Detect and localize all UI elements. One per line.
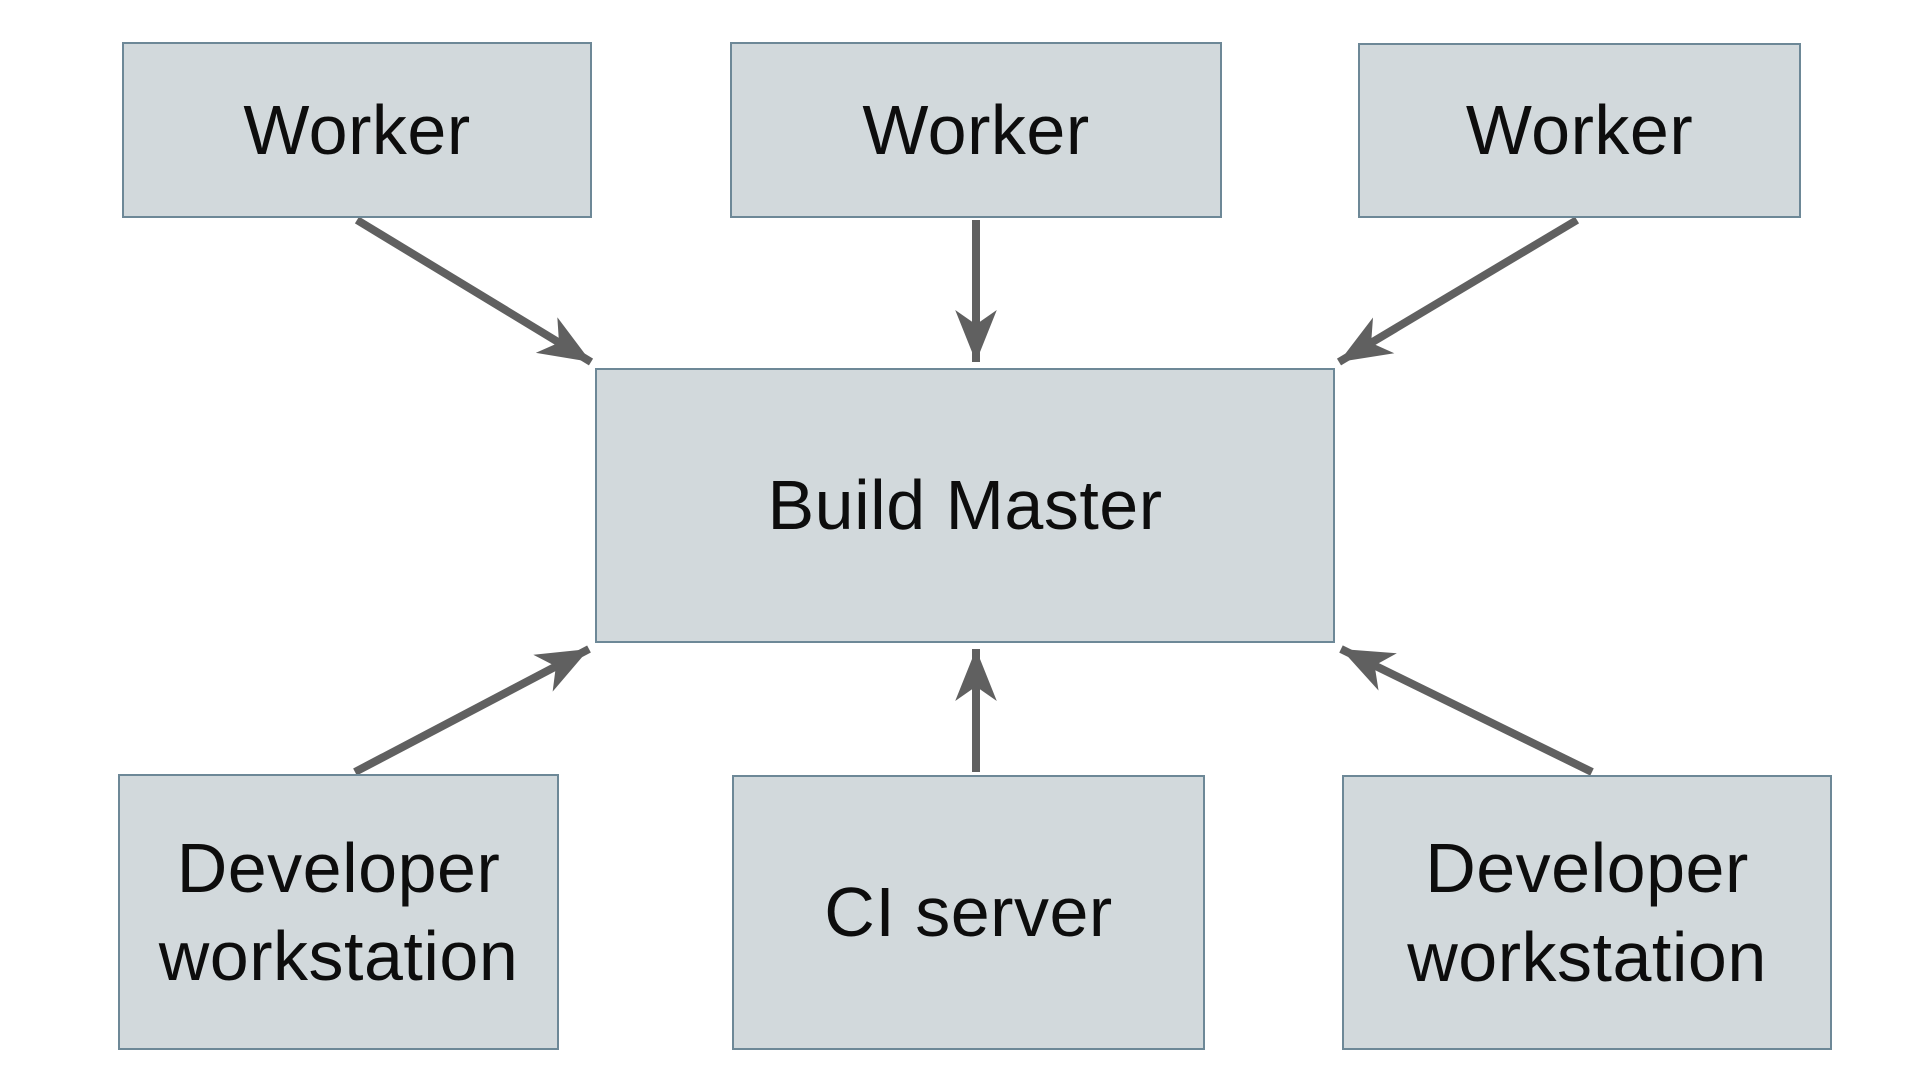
node-worker-3: Worker [1358, 43, 1801, 218]
node-developer-workstation-right: Developer workstation [1342, 775, 1832, 1050]
node-developer-workstation-left-label: Developer workstation [158, 828, 519, 995]
node-build-master: Build Master [595, 368, 1335, 643]
node-worker-2-label: Worker [862, 90, 1090, 169]
node-build-master-label: Build Master [767, 466, 1163, 545]
node-worker-3-label: Worker [1465, 91, 1694, 170]
arrow-worker-1-to-build-master [354, 216, 594, 366]
arrow-developer-workstation-right-to-build-master [1339, 645, 1594, 776]
node-ci-server-label: CI server [824, 873, 1113, 952]
arrow-developer-workstation-left-to-build-master [353, 645, 591, 776]
node-worker-1-label: Worker [243, 90, 471, 169]
node-worker-1: Worker [122, 42, 592, 218]
node-developer-workstation-right-label: Developer workstation [1407, 829, 1767, 996]
arrow-worker-3-to-build-master [1336, 216, 1580, 366]
node-developer-workstation-left: Developer workstation [118, 774, 559, 1050]
node-worker-2: Worker [730, 42, 1222, 218]
node-ci-server: CI server [732, 775, 1205, 1050]
